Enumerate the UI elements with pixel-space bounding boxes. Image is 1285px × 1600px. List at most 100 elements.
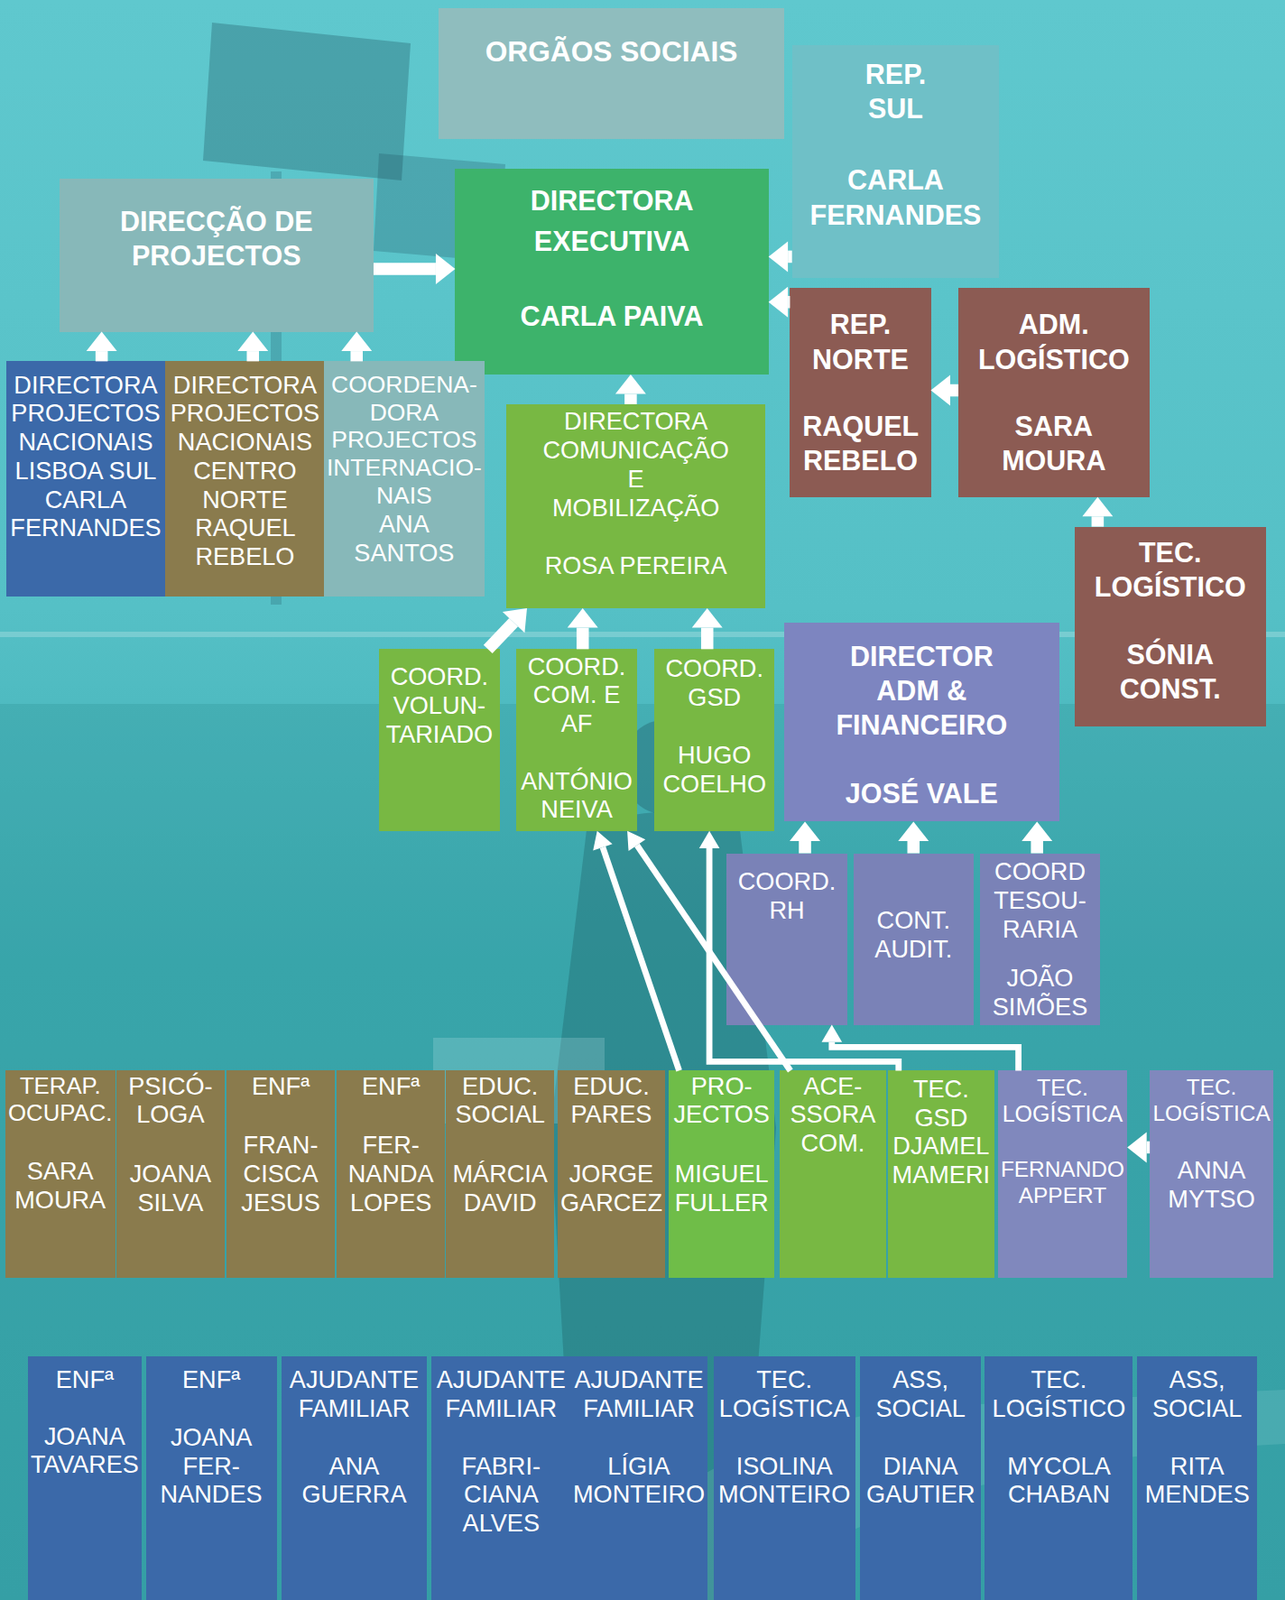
- connector-arrow: [373, 253, 455, 285]
- arrow-head: [627, 831, 646, 851]
- connector-line: [950, 384, 959, 398]
- box-text: TEC. GSD: [889, 1074, 992, 1133]
- box-text: RITA MENDES: [1138, 1451, 1256, 1510]
- arrow-head: [768, 240, 788, 272]
- box-text: DIRECTOR ADM & FINANCEIRO: [827, 638, 1017, 742]
- arrow-head: [1081, 497, 1113, 517]
- org-box: PRO- JECTOS MIGUEL FULLER: [668, 1070, 776, 1278]
- connector-line: [1146, 1141, 1150, 1155]
- box-text: JORGE GARCEZ: [559, 1159, 664, 1218]
- org-box: COORD. COM. E AF ANTÓNIO NEIVA: [516, 648, 637, 831]
- box-text: DIRECTORA COMUNICAÇÃO E MOBILIZAÇÃO: [542, 406, 729, 522]
- org-box: DIRECTOR ADM & FINANCEIROJOSÉ VALE: [784, 622, 1060, 823]
- org-box: TERAP. OCUPAC.SARA MOURA: [5, 1070, 116, 1278]
- box-text: ASS, SOCIAL: [1138, 1365, 1256, 1424]
- box-text: FRAN- CISCA JESUS: [228, 1130, 333, 1217]
- connector-arrow: [488, 608, 527, 649]
- box-text: COORD. COM. E AF: [518, 652, 636, 739]
- org-box: TEC. GSDDJAMEL MAMERI: [887, 1070, 995, 1278]
- org-box: COORD. RH: [726, 853, 847, 1026]
- box-text: COORD. RH: [729, 867, 846, 925]
- connector-line: [701, 628, 714, 650]
- box-text: SÓNIA CONST.: [1119, 637, 1221, 706]
- org-box: COORD TESOU- RARIAJOÃO SIMÕES: [979, 853, 1101, 1026]
- org-box: AJUDANTE FAMILIARANA GUERRA: [281, 1356, 427, 1600]
- box-text: RAQUEL REBELO: [802, 408, 918, 478]
- box-text: ENFª: [55, 1365, 114, 1395]
- connector-line: [1030, 841, 1044, 854]
- org-box: ADM. LOGÍSTICOSARA MOURA: [958, 287, 1150, 498]
- connector-line: [1091, 516, 1105, 527]
- org-box: CONT. AUDIT.: [853, 853, 974, 1026]
- connector-line: [832, 1042, 1019, 1072]
- connector-arrow: [237, 332, 269, 362]
- org-box: ENFªFER- NANDA LOPES: [336, 1070, 445, 1278]
- arrow-head: [435, 253, 455, 285]
- org-box: ORGÃOS SOCIAIS: [438, 8, 784, 139]
- arrow-head: [502, 608, 527, 633]
- box-text: PRO- JECTOS: [670, 1072, 773, 1130]
- box-text: TEC. LOGÍSTICO: [987, 1365, 1132, 1424]
- box-text: ASS, SOCIAL: [862, 1365, 980, 1424]
- arrow-head: [1021, 821, 1053, 841]
- connector-arrow: [86, 332, 118, 362]
- box-text: COORD. VOLUN- TARIADO: [380, 662, 499, 749]
- org-box: ASS, SOCIAL RITA MENDES: [1137, 1356, 1258, 1600]
- connector-arrow: [341, 332, 372, 362]
- org-box: AJUDANTE FAMILIARFABRI- CIANA ALVES: [431, 1356, 571, 1600]
- box-text: FERNANDO APPERT: [999, 1156, 1126, 1209]
- box-text: SARA MOURA: [7, 1156, 113, 1215]
- connector-line: [907, 841, 921, 854]
- org-box: DIRECTORA EXECUTIVACARLA PAIVA: [454, 168, 768, 375]
- org-box: REP. SULCARLA FERNANDES: [792, 45, 1000, 278]
- org-box: EDUC. SOCIAL MÁRCIA DAVID: [445, 1070, 555, 1278]
- box-text: TEC. LOGÍSTICA: [715, 1365, 854, 1424]
- connector-arrow: [931, 375, 960, 407]
- box-text: MÁRCIA DAVID: [448, 1159, 553, 1218]
- org-box: DIRECTORA PROJECTOS NACIONAIS LISBOA SUL…: [6, 360, 166, 596]
- box-text: CARLA FERNANDES: [810, 162, 982, 232]
- org-box: EDUC. PARESJORGE GARCEZ: [557, 1070, 666, 1278]
- box-text: ENFª: [361, 1072, 420, 1101]
- arrow-head: [692, 608, 723, 628]
- org-box: PSICÓ- LOGAJOANA SILVA: [116, 1070, 225, 1278]
- box-text: DJAMEL MAMERI: [889, 1131, 992, 1190]
- box-text: EDUC. SOCIAL: [448, 1072, 553, 1130]
- box-text: AJUDANTE FAMILIAR: [434, 1365, 569, 1424]
- connector-arrow: [592, 831, 679, 1072]
- org-box: TEC. LOGÍSTICO MYCOLA CHABAN: [984, 1356, 1133, 1600]
- connector-line: [624, 394, 638, 405]
- box-text: JOANA SILVA: [118, 1159, 222, 1218]
- box-text: HUGO COELHO: [656, 740, 773, 799]
- box-text: RAQUEL REBELO: [194, 513, 296, 572]
- connector-line: [709, 848, 899, 1072]
- org-box: TEC. LOGÍSTICAANNA MYTSO: [1149, 1070, 1274, 1278]
- box-text: AJUDANTE FAMILIAR: [283, 1365, 425, 1424]
- box-text: ACE- SSORA COM.: [781, 1072, 884, 1158]
- org-box: COORD. GSD HUGO COELHO: [654, 648, 775, 831]
- box-text: MIGUEL FULLER: [670, 1159, 773, 1218]
- arrow-head: [822, 1025, 843, 1043]
- connector-line: [350, 351, 363, 361]
- box-text: CARLA PAIVA: [520, 295, 704, 337]
- box-text: DIANA GAUTIER: [862, 1451, 980, 1510]
- connector-line: [373, 262, 436, 276]
- arrow-head: [699, 831, 721, 849]
- box-text: ENFª: [251, 1072, 310, 1101]
- box-text: CARLA FERNANDES: [9, 485, 161, 544]
- box-text: LÍGIA MONTEIRO: [573, 1451, 706, 1510]
- arrow-head: [615, 374, 647, 394]
- arrow-head: [931, 375, 951, 407]
- arrow-head: [341, 332, 372, 352]
- connector-line: [787, 250, 793, 264]
- box-text: COORD. GSD: [656, 654, 773, 712]
- org-box: TEC. LOGÍSTICAISOLINA MONTEIRO: [713, 1356, 856, 1600]
- connector-line: [637, 845, 791, 1072]
- arrow-head: [86, 332, 118, 352]
- box-text: MYCOLA CHABAN: [987, 1451, 1132, 1510]
- box-text: SARA MOURA: [1001, 408, 1106, 478]
- org-box: REP. NORTERAQUEL REBELO: [789, 287, 931, 498]
- box-text: CONT. AUDIT.: [855, 905, 972, 964]
- box-text: ANTÓNIO NEIVA: [518, 767, 636, 825]
- org-box: DIRECTORA COMUNICAÇÃO E MOBILIZAÇÃOROSA …: [506, 404, 766, 609]
